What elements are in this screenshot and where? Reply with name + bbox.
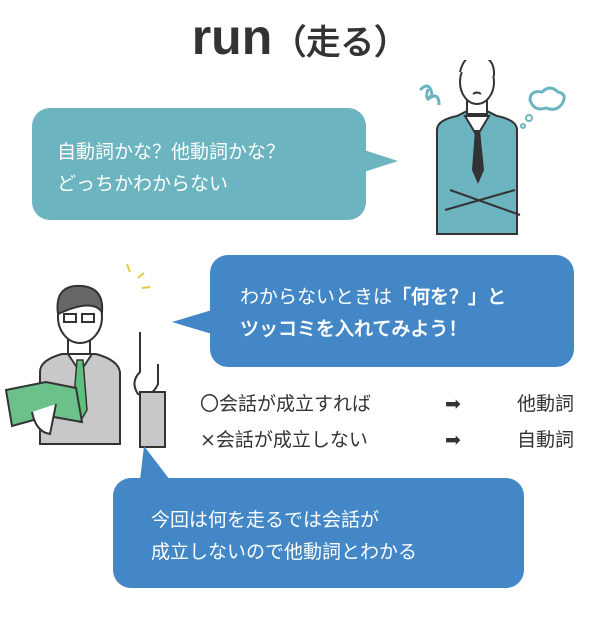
bubble-line: 自動詞かな？他動詞かな？ (57, 141, 286, 163)
bubble-text: わからないときは (240, 286, 393, 308)
confused-speech-bubble: 自動詞かな？他動詞かな？ どっちかわからない (32, 108, 366, 220)
bubble-tail (364, 150, 398, 172)
bubble-line: 成立しないので他動詞とわかる (151, 541, 418, 563)
arrow-right-icon: ➡ (445, 429, 461, 451)
rules-list: 〇会話が成立すれば ➡ 他動詞 ×会話が成立しない ➡ 自動詞 (200, 386, 574, 458)
title-meaning: （走る） (272, 23, 409, 63)
bubble-line: ツッコミを入れてみよう！ (240, 318, 468, 340)
bubble-line: 今回は何を走るでは会話が (151, 509, 380, 531)
confused-man-illustration (418, 60, 566, 235)
bubble-line: どっちかわからない (57, 173, 229, 195)
teacher-illustration (4, 263, 166, 448)
rule-result: 自動詞 (516, 429, 574, 451)
conclusion-speech-bubble: 今回は何を走るでは会話が 成立しないので他動詞とわかる (113, 478, 524, 588)
bubble-tail (172, 310, 212, 334)
arrow-right-icon: ➡ (445, 393, 461, 415)
bubble-tail (140, 446, 170, 480)
rule-condition: ×会話が成立しない (200, 429, 368, 451)
tip-speech-bubble: わからないときは「何を？」と ツッコミを入れてみよう！ (210, 255, 574, 367)
title-word: run (191, 9, 273, 65)
rule-row: 〇会話が成立すれば ➡ 他動詞 (200, 386, 574, 422)
rule-row: ×会話が成立しない ➡ 自動詞 (200, 422, 574, 458)
rule-result: 他動詞 (516, 393, 574, 415)
page-title: run（走る） (0, 8, 600, 66)
rule-condition: 〇会話が成立すれば (200, 393, 372, 415)
bubble-emphasis: 「何を？」と (392, 286, 507, 308)
